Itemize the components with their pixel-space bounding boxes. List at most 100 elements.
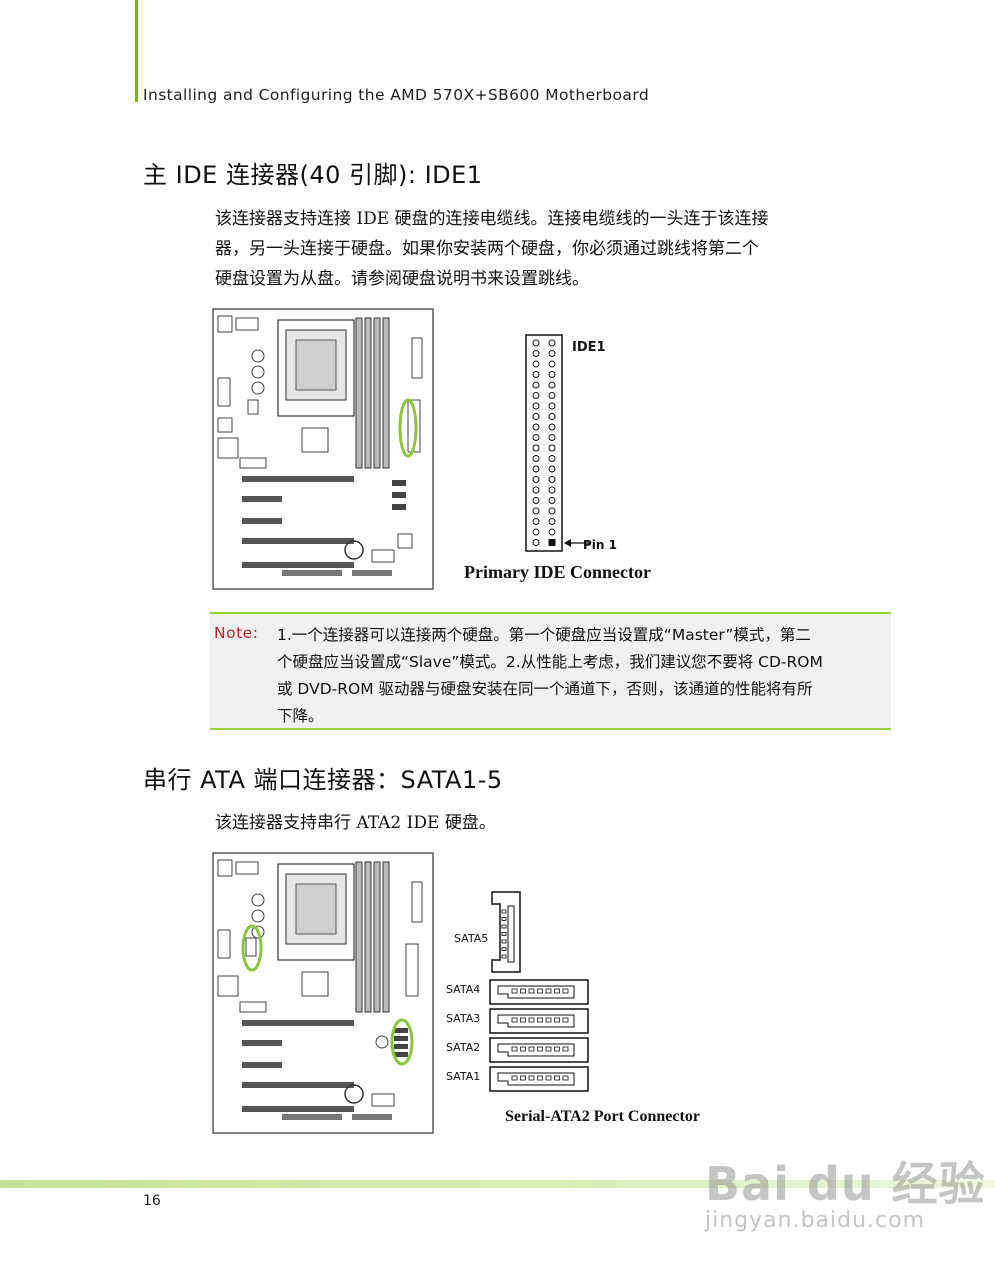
sata-pin bbox=[554, 1017, 560, 1023]
ide-pin bbox=[532, 455, 540, 462]
sata-pin bbox=[545, 988, 552, 994]
ide-pin bbox=[548, 528, 556, 536]
sata-pin bbox=[511, 988, 518, 994]
note-line: 1.一个连接器可以连接两个硬盘。第一个硬盘应当设置成“Master”模式，第二 bbox=[277, 626, 811, 644]
note-text: 1.一个连接器可以连接两个硬盘。第一个硬盘应当设置成“Master”模式，第二 … bbox=[277, 622, 887, 730]
ide-pin bbox=[548, 497, 556, 504]
paragraph-line: 器，另一头连接于硬盘。如果你安装两个硬盘，你必须通过跳线将第二个 bbox=[215, 239, 759, 259]
ide-pin bbox=[548, 486, 556, 494]
ide-pin bbox=[548, 413, 556, 420]
ide-figure-caption: Primary IDE Connector bbox=[464, 562, 651, 582]
sata-pin bbox=[545, 1075, 552, 1081]
note-line: 下降。 bbox=[277, 707, 324, 725]
ide1-connector-figure bbox=[525, 334, 590, 552]
sata-pin bbox=[501, 917, 507, 921]
sata-pin bbox=[501, 924, 507, 929]
sata3-label: SATA3 bbox=[446, 1012, 480, 1025]
note-line: 个硬盘应当设置成“Slave”模式。2.从性能上考虑，我们建议您不要将 CD-R… bbox=[277, 653, 823, 671]
ide-pin bbox=[548, 423, 556, 431]
note-label: Note: bbox=[214, 624, 259, 642]
ide-pin bbox=[548, 402, 556, 410]
sata-pin bbox=[554, 988, 560, 994]
sata4-port: SATA4 bbox=[446, 979, 589, 1005]
sata-connector-figure: SATA5 SATA4 SATA3 SATA2 SATA1 bbox=[446, 891, 589, 1092]
sata-pin bbox=[537, 1017, 543, 1023]
sata-pin bbox=[537, 1075, 543, 1081]
ide-pin bbox=[548, 476, 556, 483]
note-line: 或 DVD-ROM 驱动器与硬盘安装在同一个通道下，否则，该通道的性能将有所 bbox=[277, 680, 813, 698]
ide-pin bbox=[548, 371, 556, 378]
ide-pin-1 bbox=[548, 539, 556, 546]
sata-pin bbox=[511, 1046, 518, 1052]
section-title-ide: 主 IDE 连接器(40 引脚): IDE1 bbox=[143, 161, 483, 189]
ide-pin bbox=[548, 518, 556, 525]
sata2-port: SATA2 bbox=[446, 1037, 589, 1063]
sata-pin bbox=[537, 1046, 543, 1052]
ide-pin bbox=[532, 476, 540, 483]
ide-pin bbox=[532, 486, 540, 494]
sata-pin bbox=[528, 1017, 535, 1023]
sata-pin bbox=[537, 988, 543, 994]
sata-pin bbox=[501, 947, 507, 951]
ide1-label: IDE1 bbox=[572, 340, 606, 355]
sata5-label: SATA5 bbox=[454, 932, 488, 945]
sata-pin bbox=[501, 909, 507, 914]
sata-pin bbox=[501, 939, 507, 944]
note-box: Note: 1.一个连接器可以连接两个硬盘。第一个硬盘应当设置成“Master”… bbox=[210, 612, 891, 730]
page-number: 16 bbox=[143, 1193, 161, 1209]
section-sata-paragraph: 该连接器支持串行 ATA2 IDE 硬盘。 bbox=[215, 813, 496, 833]
sata-pin bbox=[554, 1046, 560, 1052]
sata5-pins bbox=[501, 909, 507, 959]
ide-pin bbox=[532, 392, 540, 399]
sata-pin bbox=[545, 1046, 552, 1052]
ide-pin bbox=[532, 413, 540, 420]
sata-pin bbox=[511, 1075, 518, 1081]
sata-pin bbox=[562, 1046, 569, 1052]
sata-pin bbox=[545, 1017, 552, 1023]
running-header: Installing and Configuring the AMD 570X+… bbox=[143, 86, 650, 104]
ide-pin bbox=[532, 434, 540, 441]
sata3-port: SATA3 bbox=[446, 1008, 589, 1034]
ide-pin bbox=[532, 381, 540, 389]
sata5-port-shape bbox=[491, 891, 521, 973]
paragraph-line: 硬盘设置为从盘。请参阅硬盘说明书来设置跳线。 bbox=[215, 269, 589, 289]
ide-pin bbox=[548, 339, 556, 347]
sata-pin bbox=[528, 1046, 535, 1052]
ide-pin bbox=[532, 444, 540, 452]
ide-pin bbox=[532, 539, 540, 546]
sata-pin bbox=[501, 954, 507, 959]
paragraph-line: 该连接器支持连接 IDE 硬盘的连接电缆线。连接电缆线的一头连于该连接 bbox=[215, 209, 769, 229]
sata-pin bbox=[554, 1075, 560, 1081]
section-title-sata: 串行 ATA 端口连接器：SATA1-5 bbox=[143, 766, 503, 794]
sata-pin bbox=[511, 1017, 518, 1023]
ide-pin bbox=[532, 371, 540, 378]
sata-pin bbox=[520, 1075, 526, 1081]
ide-pin bbox=[548, 434, 556, 441]
ide-pin bbox=[532, 339, 540, 347]
ide-pin bbox=[532, 497, 540, 504]
ide-pin bbox=[532, 423, 540, 431]
ide-pin bbox=[548, 465, 556, 473]
ide-pin bbox=[548, 381, 556, 389]
ide-pin bbox=[532, 360, 540, 368]
sata4-label: SATA4 bbox=[446, 983, 480, 996]
ide-pin bbox=[532, 528, 540, 536]
sata-pin bbox=[501, 932, 507, 936]
ide-pin bbox=[548, 455, 556, 462]
ide-pin bbox=[548, 444, 556, 452]
motherboard-diagram-sata bbox=[212, 852, 434, 1134]
sata-pin bbox=[520, 988, 526, 994]
ide-pin bbox=[548, 350, 556, 357]
sata-figure-caption: Serial-ATA2 Port Connector bbox=[505, 1108, 700, 1125]
section-ide-paragraph: 该连接器支持连接 IDE 硬盘的连接电缆线。连接电缆线的一头连于该连接 器，另一… bbox=[215, 204, 895, 294]
ide-pin bbox=[532, 465, 540, 473]
ide-pin bbox=[532, 350, 540, 357]
sata1-label: SATA1 bbox=[446, 1070, 480, 1083]
sata1-port: SATA1 bbox=[446, 1066, 589, 1092]
watermark-logo: Bai du 经验 bbox=[705, 1157, 986, 1211]
sata-pin bbox=[520, 1017, 526, 1023]
sata-pin bbox=[520, 1046, 526, 1052]
motherboard-diagram-ide bbox=[212, 308, 434, 590]
ide-pin bbox=[548, 392, 556, 399]
sata-pin bbox=[562, 988, 569, 994]
